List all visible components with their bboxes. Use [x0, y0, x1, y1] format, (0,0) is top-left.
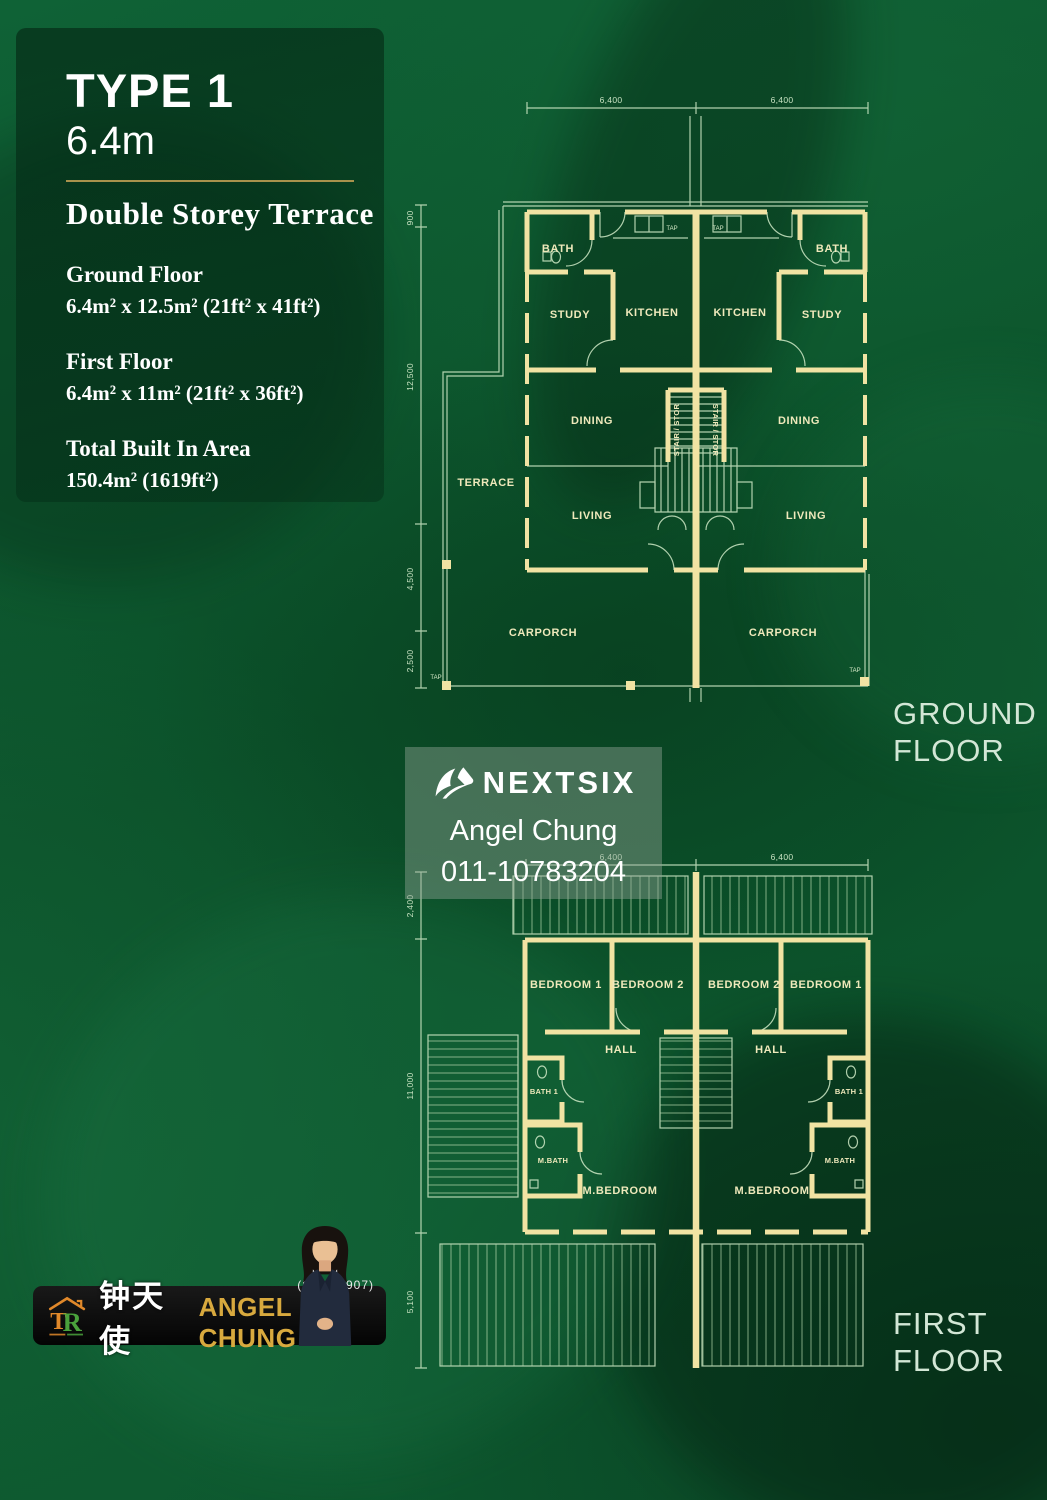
- total-area-value: 150.4m² (1619ft²): [66, 468, 219, 493]
- room-label-living-right: LIVING: [786, 510, 826, 522]
- dim-6400-ff-left: 6,400: [600, 852, 623, 862]
- room-label-bath-right: BATH: [816, 243, 848, 255]
- dim-5100: 5,100: [405, 1291, 415, 1314]
- first-floor-spec-label: First Floor: [66, 349, 173, 375]
- nextsix-brand: NEXTSIX: [431, 759, 637, 807]
- agent-chinese-name: 钟天使: [99, 1278, 166, 1359]
- nextsix-brand-text: NEXTSIX: [482, 765, 637, 800]
- ground-floor-spec-label: Ground Floor: [66, 262, 203, 288]
- room-label-bath-left: BATH: [542, 243, 574, 255]
- dim-6400-right: 6,400: [771, 95, 794, 105]
- subtitle: Double Storey Terrace: [66, 196, 374, 232]
- watermark-agent-name: Angel Chung: [449, 815, 618, 847]
- dim-2400: 2,400: [405, 895, 415, 918]
- type-title: TYPE 1: [66, 64, 234, 117]
- room-label-dining-left: DINING: [571, 415, 613, 427]
- room-label-mbedroom-right: M.BEDROOM: [734, 1185, 809, 1197]
- ground-floor-thin-lines: [415, 102, 870, 702]
- first-floor-thin-lines: [415, 859, 873, 1369]
- room-label-stair-right: STAIR / STOR: [711, 404, 720, 457]
- room-label-hall-right: HALL: [755, 1044, 787, 1056]
- room-label-kitchen-right: KITCHEN: [713, 307, 766, 319]
- tr-logo-r: R: [63, 1307, 83, 1337]
- total-area-label: Total Built In Area: [66, 436, 251, 462]
- room-label-carporch-right: CARPORCH: [749, 627, 817, 639]
- tr-logo-t: T: [50, 1308, 67, 1335]
- first-floor-spec: First Floor 6.4m² x 11m² (21ft² x 36ft²): [66, 349, 384, 406]
- first-floor-labels: BEDROOM 1 BEDROOM 2 BEDROOM 2 BEDROOM 1 …: [405, 852, 863, 1313]
- tap-label-left: TAP: [666, 226, 677, 232]
- room-label-study-left: STUDY: [550, 309, 590, 321]
- room-label-bath1-right: BATH 1: [835, 1087, 863, 1096]
- ground-floor-labels: BATH BATH STUDY STUDY KITCHEN KITCHEN DI…: [405, 95, 861, 681]
- nextsix-watermark: NEXTSIX Angel Chung 011-10783204: [405, 747, 662, 899]
- room-label-bedroom1-left: BEDROOM 1: [530, 979, 602, 991]
- room-label-bedroom2-right: BEDROOM 2: [708, 979, 780, 991]
- ground-floor-caption: GROUND FLOOR: [893, 696, 1037, 768]
- type-width: 6.4m: [66, 119, 155, 164]
- room-label-hall-left: HALL: [605, 1044, 637, 1056]
- dim-6400-left: 6,400: [600, 95, 623, 105]
- room-label-terrace: TERRACE: [457, 477, 514, 489]
- first-floor-plan: BEDROOM 1 BEDROOM 2 BEDROOM 2 BEDROOM 1 …: [405, 852, 873, 1369]
- first-floor-caption: FIRST FLOOR: [893, 1306, 1005, 1378]
- ground-floor-spec: Ground Floor 6.4m² x 12.5m² (21ft² x 41f…: [66, 262, 384, 319]
- ground-floor-spec-dims: 6.4m² x 12.5m² (21ft² x 41ft²): [66, 294, 321, 319]
- room-label-living-left: LIVING: [572, 510, 612, 522]
- divider-rule: [66, 180, 354, 183]
- info-panel: TYPE 1 6.4m Double Storey Terrace Ground…: [16, 28, 384, 502]
- nextsix-logo-icon: [435, 767, 473, 799]
- room-label-bedroom1-right: BEDROOM 1: [790, 979, 862, 991]
- dim-12500: 12,500: [405, 363, 415, 391]
- tap-label-bottom-left: TAP: [430, 675, 441, 681]
- ground-floor-plan: BATH BATH STUDY STUDY KITCHEN KITCHEN DI…: [405, 95, 870, 702]
- watermark-phone: 011-10783204: [441, 856, 626, 888]
- first-floor-walls: [522, 872, 871, 1368]
- agent-name-block: (REN47907) ANGEL CHUNG: [199, 1278, 374, 1354]
- room-label-dining-right: DINING: [778, 415, 820, 427]
- room-label-carporch-left: CARPORCH: [509, 627, 577, 639]
- room-label-stair-left: STAIR / STOR: [672, 403, 681, 456]
- first-floor-spec-dims: 6.4m² x 11m² (21ft² x 36ft²): [66, 381, 304, 406]
- dim-6400-ff-right: 6,400: [771, 852, 794, 862]
- room-label-mbath-left: M.BATH: [538, 1156, 568, 1165]
- tr-realty-logo: T R: [48, 1296, 86, 1337]
- tap-label-bottom-right: TAP: [849, 668, 860, 674]
- dim-2500: 2,500: [405, 650, 415, 673]
- room-label-bedroom2-left: BEDROOM 2: [612, 979, 684, 991]
- room-label-mbath-right: M.BATH: [825, 1156, 855, 1165]
- ground-floor-walls: [442, 209, 869, 690]
- dim-900: 900: [405, 210, 415, 225]
- agent-name: ANGEL CHUNG: [198, 1291, 297, 1353]
- room-label-kitchen-left: KITCHEN: [625, 307, 678, 319]
- dim-4500: 4,500: [405, 568, 415, 591]
- dim-11000: 11,000: [405, 1072, 415, 1099]
- room-label-mbedroom-left: M.BEDROOM: [582, 1185, 657, 1197]
- room-label-bath1-left: BATH 1: [530, 1087, 558, 1096]
- agent-photo: [298, 1226, 352, 1346]
- tap-label-right: TAP: [712, 226, 723, 232]
- room-label-study-right: STUDY: [802, 309, 842, 321]
- total-area-spec: Total Built In Area 150.4m² (1619ft²): [66, 436, 384, 493]
